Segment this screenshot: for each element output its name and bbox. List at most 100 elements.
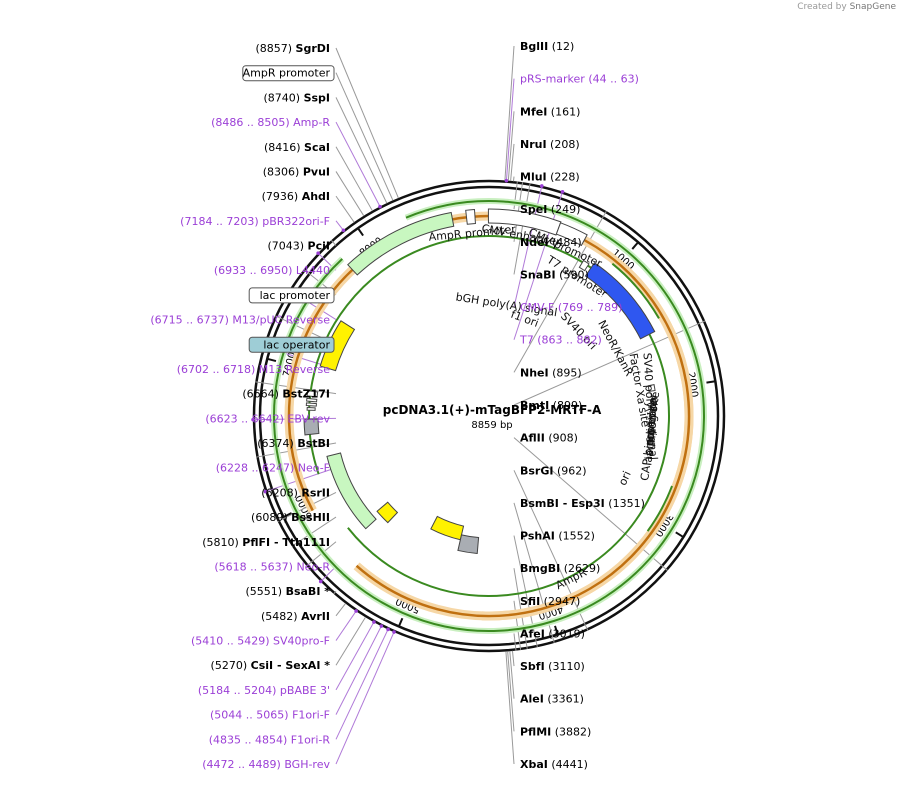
leader-mfei xyxy=(507,111,515,181)
label-name: PvuI xyxy=(303,165,330,178)
right-label-prs-marker: pRS-marker (44 .. 63) xyxy=(520,73,639,86)
right-label-ndei: NdeI (484) xyxy=(520,236,582,249)
label-name: T7 xyxy=(519,334,534,347)
leader-avrii xyxy=(335,603,346,617)
label-name: NheI xyxy=(520,366,549,379)
tick-7000 xyxy=(267,357,277,363)
plasmid-name: pcDNA3.1(+)-mTagBFP2-MRTF-A xyxy=(383,403,602,417)
left-label-f1ori-r: (4835 .. 4854) F1ori-R xyxy=(209,733,331,746)
label-pos: (5482) xyxy=(261,610,301,623)
label-name: Neo-F xyxy=(298,462,330,475)
primer-mark-neo-r xyxy=(318,579,323,584)
right-label-aflii: AflII (908) xyxy=(520,432,578,445)
left-label-m13-puc-reverse: (6715 .. 6737) M13/pUC Reverse xyxy=(150,314,330,327)
left-label-bsshii: (6089) BssHII xyxy=(251,511,330,524)
tick-3000 xyxy=(675,531,684,538)
leader-pvui xyxy=(335,171,365,217)
feature-ampr-promoter xyxy=(465,208,476,225)
leader-ahdi xyxy=(335,195,355,223)
tick-8000 xyxy=(357,227,364,237)
label-pos: (1552) xyxy=(555,530,595,543)
label-pos: (590) xyxy=(556,268,589,281)
label-pos: (4441) xyxy=(548,758,588,771)
tick-5000 xyxy=(397,617,404,627)
right-label-t7: T7 (863 .. 882) xyxy=(519,334,602,347)
feature-sv40-ori xyxy=(376,501,399,524)
feature-label-lac-promoter: lac promoter xyxy=(641,394,660,466)
label-name: BmgBI xyxy=(520,562,560,575)
label-pos: (5044 .. 5065) xyxy=(210,709,292,722)
orf-arc-2 xyxy=(287,214,691,618)
right-label-nrui: NruI (208) xyxy=(520,138,580,151)
left-label-pflfi-tth111i: (5810) PflFI - Tth111I xyxy=(202,536,330,549)
feature-lac-operator xyxy=(305,402,317,407)
label-name: CsiI - SexAI * xyxy=(251,659,331,672)
feature-lac-promoter xyxy=(306,397,318,403)
plasmid-size: 8859 bp xyxy=(471,420,512,431)
primer-mark-l4440 xyxy=(316,251,320,255)
left-label-bstbi: (6374) BstBI xyxy=(257,437,330,450)
right-label-sbfi: SbfI (3110) xyxy=(520,660,585,673)
right-label-mfei: MfeI (161) xyxy=(520,105,580,118)
left-label-csii-sexai: (5270) CsiI - SexAI * xyxy=(211,659,331,672)
label-pos: (1351) xyxy=(605,497,645,510)
label-pos: (3110) xyxy=(545,660,585,673)
right-label-sfii: SfiI (2947) xyxy=(520,595,580,608)
label-name: CMV-F xyxy=(520,301,554,314)
left-label-bstz17i: (6664) BstZ17I xyxy=(242,388,330,401)
leader-pbabe-3 xyxy=(335,621,375,691)
leader-neo-r xyxy=(320,566,337,582)
label-pos: (3882) xyxy=(551,725,591,738)
primer-mark-ebv-rev xyxy=(251,417,255,422)
feature-label-ori: ori xyxy=(616,469,634,487)
primer-mark-cmv-f xyxy=(540,184,544,188)
left-label-amp-r: (8486 .. 8505) Amp-R xyxy=(211,116,330,129)
right-label-bglii: BglII (12) xyxy=(520,40,574,53)
label-name: BsaBI * xyxy=(286,585,331,598)
label-pos: (5270) xyxy=(211,659,251,672)
feature-neor-kanr xyxy=(326,452,377,530)
left-label-sv40pro-f: (5410 .. 5429) SV40pro-F xyxy=(191,635,330,648)
label-pos: (2629) xyxy=(560,562,600,575)
left-label-pvui: (8306) PvuI xyxy=(263,165,330,178)
primer-mark-f1ori-r xyxy=(386,627,390,632)
label-name: M13 Reverse xyxy=(259,363,330,376)
label-pos: (5551) xyxy=(246,585,286,598)
left-label-neo-r: (5618 .. 5637) Neo-R xyxy=(214,560,330,573)
box-lac-operator xyxy=(248,336,335,353)
right-label-cmv-f: CMV-F (769 .. 789) xyxy=(520,301,622,314)
left-label-avrii: (5482) AvrII xyxy=(261,610,330,623)
tick-6000 xyxy=(283,512,293,518)
left-label-pbabe-3: (5184 .. 5204) pBABE 3' xyxy=(198,684,330,697)
backbone-inner-ring xyxy=(258,185,720,647)
primer-mark-amp-r xyxy=(378,204,382,209)
label-name: SgrDI xyxy=(296,42,330,55)
right-label-bsmbi-esp3i: BsmBI - Esp3I (1351) xyxy=(520,497,645,510)
label-pos: (962) xyxy=(553,464,586,477)
label-name: pRS-marker xyxy=(520,73,585,86)
label-name: F1ori-R xyxy=(291,733,331,746)
tagbfp-orf xyxy=(611,262,660,319)
label-name: RsrII xyxy=(301,486,330,499)
left-label-ebv-rev: (6623 .. 6642) EBV-rev xyxy=(205,412,330,425)
leader-bsrgi xyxy=(513,470,589,631)
label-name: BmtI xyxy=(520,399,549,412)
primer-mark-pbabe-3 xyxy=(372,620,376,624)
label-name: SfiI xyxy=(520,595,540,608)
feature-bgh-poly-a-signal xyxy=(457,534,480,555)
leader-bglii xyxy=(504,45,515,181)
leader-bsabi xyxy=(333,590,337,595)
left-label-ahdi: (7936) AhdI xyxy=(262,190,330,203)
right-label-bmgbi: BmgBI (2629) xyxy=(520,562,600,575)
label-name: SpeI xyxy=(520,203,547,216)
leader-t7 xyxy=(513,191,563,340)
label-pos: (6933 .. 6950) xyxy=(214,264,296,277)
leader-snabi xyxy=(513,183,531,275)
right-labels: BglII (12) pRS-marker (44 .. 63) MfeI (161… xyxy=(519,40,645,771)
label-pos: (899) xyxy=(549,399,582,412)
feature-tagbfp xyxy=(584,262,656,340)
label-name: AhdI xyxy=(302,190,330,203)
leader-bsmbi-esp3i xyxy=(513,502,555,643)
label-pos: (5410 .. 5429) xyxy=(191,635,273,648)
